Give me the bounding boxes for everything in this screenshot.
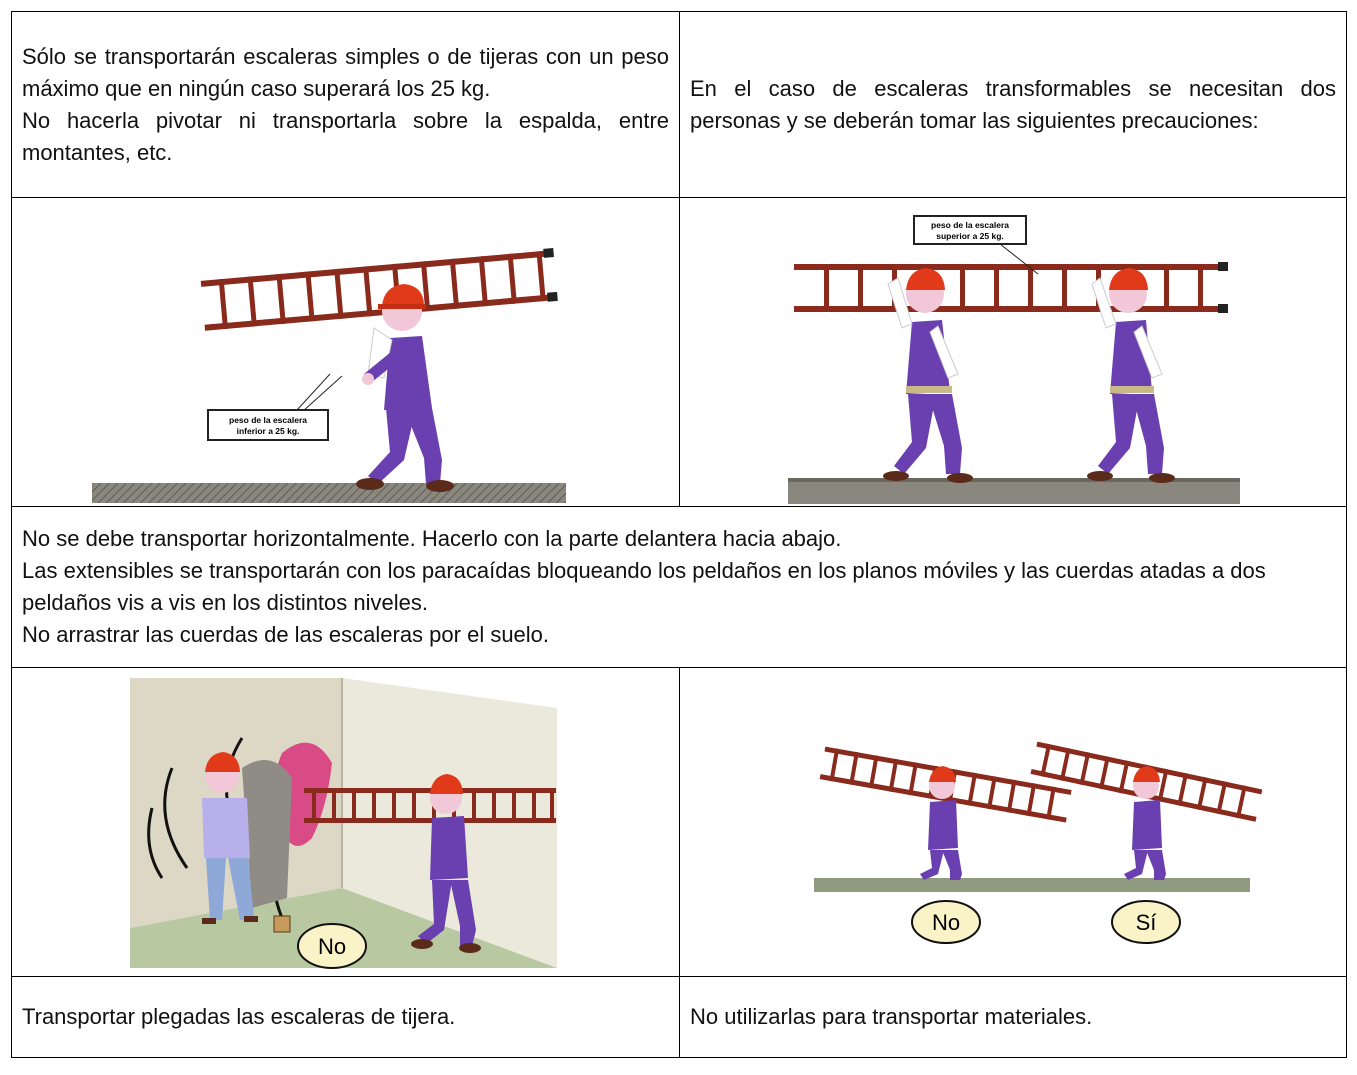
badge-no-label: No [318,934,346,959]
ladder-icon [200,248,558,331]
callout-line-2: inferior a 25 kg. [237,426,300,436]
cell-top-right: En el caso de escaleras transformables s… [679,11,1347,198]
cell-bottom-left: Transportar plegadas las escaleras de ti… [11,976,680,1058]
illustration-angle: No Sí [814,741,1263,944]
callout-line-1: peso de la escalera [229,415,307,425]
rule-folded-scissor: Transportar plegadas las escaleras de ti… [22,1004,456,1029]
rule-no-materials: No utilizarlas para transportar material… [690,1004,1093,1029]
badge-no [911,900,981,944]
ground-strip [92,483,566,503]
callout-line-2: superior a 25 kg. [936,231,1004,241]
cell-illustration-two-persons: peso de la escalera superior a 25 kg. [679,197,1347,507]
rule-max-weight: Sólo se transportarán escaleras simples … [22,43,669,101]
rule-not-horizontal: No se debe transportar horizontalmente. … [22,526,842,551]
ground-strip [814,878,1250,892]
rule-two-persons: En el caso de escaleras transformables s… [690,75,1336,133]
cell-middle: No se debe transportar horizontalmente. … [11,506,1347,668]
badge-yes-label: Sí [1136,910,1157,935]
rule-no-drag-ropes: No arrastrar las cuerdas de las escalera… [22,622,550,647]
ladder-icon [794,262,1228,313]
worker-icon [1087,268,1175,483]
worker-icon [356,284,454,492]
callout-line-1: peso de la escalera [931,220,1009,230]
illustration-two-persons: peso de la escalera superior a 25 kg. [788,215,1240,504]
person-hit-icon [202,752,258,924]
callout-box [207,409,329,441]
cell-illustration-angle: No Sí [679,667,1347,977]
callout-box [913,215,1027,245]
cell-illustration-corridor: No [11,667,680,977]
cell-bottom-right: No utilizarlas para transportar material… [679,976,1347,1058]
instruction-table: Sólo se transportarán escaleras simples … [11,11,1347,1058]
worker-icon [920,766,962,880]
rule-extensible: Las extensibles se transportarán con los… [22,558,1266,615]
badge-no [297,923,367,969]
document: Sólo se transportarán escaleras simples … [11,11,1347,1075]
cell-top-left: Sólo se transportarán escaleras simples … [11,11,680,198]
worker-icon [1124,766,1166,880]
illustration-one-person: peso de la escalera inferior a 25 kg. [92,248,566,503]
badge-no-label: No [932,910,960,935]
worker-icon [411,774,481,953]
worker-icon [883,268,973,483]
cell-illustration-one-person: peso de la escalera inferior a 25 kg. [11,197,680,507]
illustration-corridor: No [130,678,557,969]
badge-yes [1111,900,1181,944]
rule-no-pivot: No hacerla pivotar ni transportarla sobr… [22,107,669,165]
